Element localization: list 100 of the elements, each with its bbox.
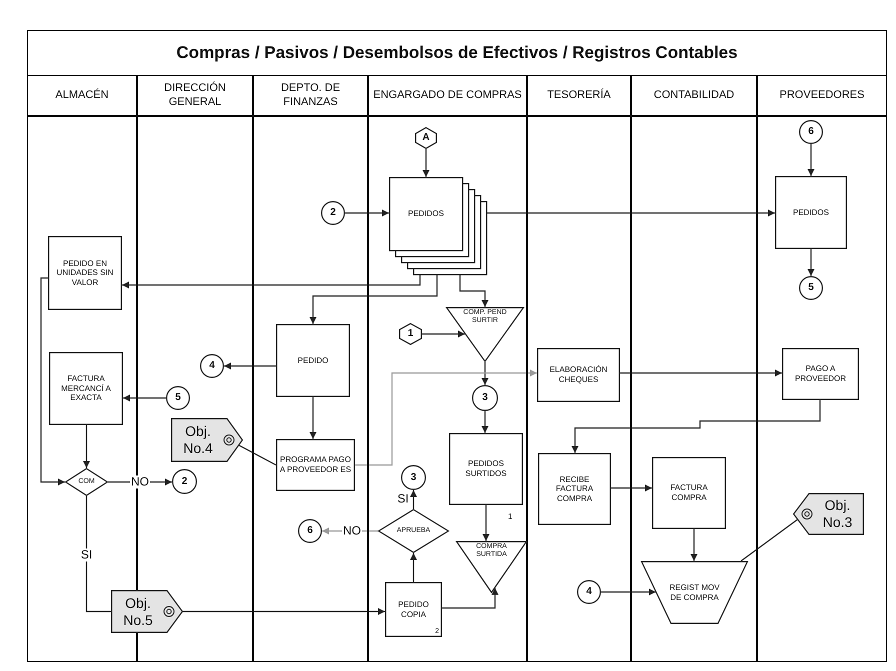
connector-circle xyxy=(401,465,426,490)
tag-label: Obj. No.3 xyxy=(822,497,854,531)
arrow xyxy=(122,275,421,288)
merge-triangle xyxy=(456,541,527,593)
step-label: PEDIDO xyxy=(298,356,328,366)
arrow xyxy=(808,249,814,276)
connector-number: 3 xyxy=(482,392,488,404)
lane-header: ENGARGADO DE COMPRAS xyxy=(369,76,526,117)
process-box xyxy=(48,236,122,310)
arrow xyxy=(482,362,488,385)
connector-number: 4 xyxy=(209,360,215,372)
arrow xyxy=(410,490,417,509)
swimlane xyxy=(527,75,631,662)
objective-tag xyxy=(111,590,183,633)
swimlane xyxy=(631,75,757,662)
connector-circle xyxy=(172,469,197,494)
connector-number: 2 xyxy=(330,207,336,219)
arrow xyxy=(410,553,417,582)
process-box xyxy=(276,324,350,397)
tag-label: Obj. No.5 xyxy=(122,594,154,628)
offpage-connector xyxy=(399,323,422,345)
step-label: FACTURA MERCANCÍ A EXACTA xyxy=(60,374,112,403)
edge-label: SI xyxy=(396,492,410,506)
process-box xyxy=(385,582,442,637)
step-label: PEDIDO EN UNIDADES SIN VALOR xyxy=(56,258,114,288)
arrow xyxy=(808,144,814,176)
connector-number: 6 xyxy=(808,126,814,138)
step-label: RECIBE FACTURA COMPRA xyxy=(554,474,594,504)
connector-number: 6 xyxy=(307,525,313,537)
process-box xyxy=(782,348,859,400)
process-box xyxy=(276,439,355,491)
edge-label: SI xyxy=(80,548,94,562)
arrow xyxy=(442,588,498,609)
arrow xyxy=(572,400,821,453)
arrow xyxy=(487,210,775,216)
connector-number: 5 xyxy=(808,282,814,294)
connector-circle xyxy=(799,276,823,300)
lane-header: DIRECCIÓN GENERAL xyxy=(138,76,252,117)
arrow xyxy=(690,529,698,561)
connector-number: 5 xyxy=(175,392,181,404)
step-label: PEDIDOS xyxy=(408,209,444,219)
step-label: PEDIDOS SURTIDOS xyxy=(464,459,508,479)
arrow xyxy=(123,394,166,402)
objective-tag xyxy=(793,493,864,535)
process-box xyxy=(49,352,123,425)
connector-number: 1 xyxy=(408,328,414,340)
edge-label: NO xyxy=(342,524,362,538)
document-stack xyxy=(389,177,487,275)
swimlane xyxy=(368,75,527,662)
arrow xyxy=(620,370,782,376)
arrow xyxy=(40,277,65,486)
connector-circle xyxy=(472,385,498,411)
process-box xyxy=(449,433,523,505)
decision-diamond xyxy=(65,468,108,496)
step-label: PAGO A PROVEEDOR xyxy=(794,364,848,384)
arrow xyxy=(355,370,537,466)
connector-circle xyxy=(577,580,601,604)
tag-label: Obj. No.4 xyxy=(182,423,214,457)
step-label: PEDIDOS xyxy=(792,208,829,218)
step-label: PEDIDO COPIA xyxy=(397,600,430,620)
callout-number: 1 xyxy=(508,512,512,521)
arrow xyxy=(310,397,316,439)
process-box xyxy=(537,348,620,402)
offpage-connector xyxy=(415,127,437,149)
connector-circle xyxy=(321,201,345,225)
lane-header: DEPTO. DE FINANZAS xyxy=(254,76,367,117)
arrow xyxy=(422,330,465,338)
connector-circle xyxy=(166,386,190,410)
lane-header: CONTABILIDAD xyxy=(632,76,756,117)
process-box xyxy=(775,176,847,249)
arrow xyxy=(611,484,652,492)
lane-header: TESORERÍA xyxy=(528,76,630,117)
lane-header: PROVEEDORES xyxy=(758,76,886,117)
step-label: REGIST MOV DE COMPRA xyxy=(668,582,721,602)
connector-number: 3 xyxy=(410,472,416,484)
connector-number: 2 xyxy=(182,476,188,488)
step-label: ELABORACIÓN CHEQUES xyxy=(548,365,608,385)
arrow xyxy=(422,149,430,177)
process-box xyxy=(652,457,726,529)
step-label: FACTURA COMPRA xyxy=(669,483,709,503)
lane-header: ALMACÉN xyxy=(28,76,136,117)
process-box xyxy=(538,453,611,525)
decision-diamond xyxy=(378,509,449,553)
arrow xyxy=(224,362,276,370)
arrow xyxy=(310,275,438,324)
arrow xyxy=(83,425,90,468)
arrow xyxy=(482,505,490,541)
swimlane xyxy=(253,75,368,662)
connector-circle xyxy=(799,120,823,144)
step-label: PROGRAMA PAGO A PROVEEDOR ES xyxy=(278,455,352,475)
manual-operation-trapezoid xyxy=(641,561,748,624)
connector-circle xyxy=(200,354,224,378)
arrow xyxy=(482,411,488,433)
diagram-title: Compras / Pasivos / Desembolsos de Efectivos / Registros Contables xyxy=(175,42,739,64)
merge-triangle xyxy=(446,307,524,362)
objective-tag xyxy=(171,418,243,462)
arrow xyxy=(345,210,389,216)
connector-number: 4 xyxy=(586,586,592,598)
swimlane xyxy=(757,75,887,662)
connector-line xyxy=(86,496,111,612)
